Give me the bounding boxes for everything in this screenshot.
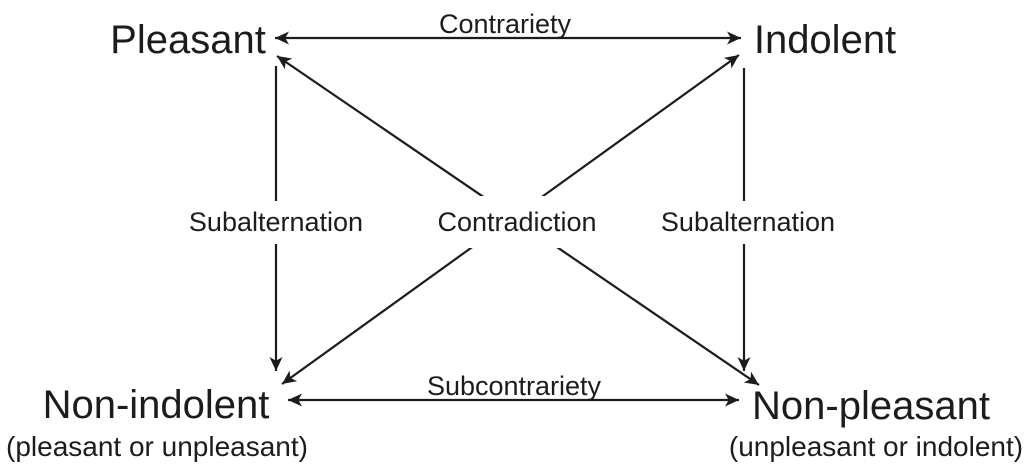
contradiction-label: Contradiction bbox=[437, 207, 596, 237]
subalternation-right-label: Subalternation bbox=[661, 207, 835, 237]
node-non-pleasant: Non-pleasant bbox=[752, 384, 990, 428]
node-indolent: Indolent bbox=[754, 18, 896, 62]
subcontrariety-label: Subcontrariety bbox=[427, 371, 602, 401]
node-non-pleasant-sublabel: (unpleasant or indolent) bbox=[729, 431, 1023, 462]
left-label-backdrop bbox=[186, 201, 366, 244]
right-label-backdrop bbox=[659, 201, 839, 244]
center-label-backdrop bbox=[428, 196, 608, 248]
contrariety-label: Contrariety bbox=[439, 9, 572, 39]
node-pleasant: Pleasant bbox=[110, 18, 266, 62]
node-non-indolent: Non-indolent bbox=[43, 383, 270, 427]
node-non-indolent-sublabel: (pleasant or unpleasant) bbox=[6, 431, 308, 462]
subalternation-left-label: Subalternation bbox=[189, 207, 363, 237]
